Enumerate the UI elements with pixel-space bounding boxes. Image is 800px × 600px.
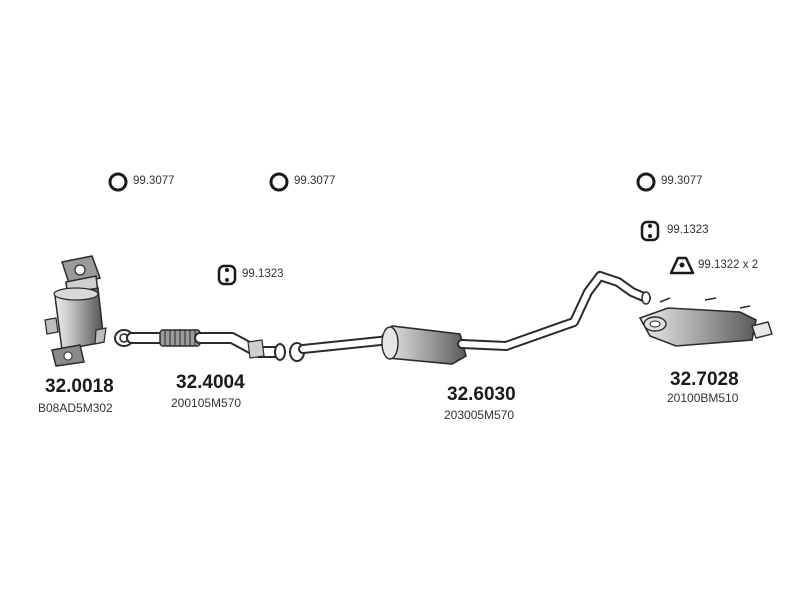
part-number-catalytic-converter: 32.0018 (45, 376, 114, 397)
mount-bracket-icon (669, 256, 695, 275)
front-pipe-drawing (114, 329, 286, 361)
oem-number-middle-silencer: 203005M570 (444, 408, 515, 422)
accessory-label-bracket: 99.1322 x 2 (698, 259, 759, 271)
accessory-label-gasket-3: 99.3077 (661, 175, 703, 187)
rubber-hanger-icon (217, 264, 237, 286)
rubber-hanger-icon (640, 220, 660, 242)
accessory-label-gasket-1: 99.3077 (133, 175, 175, 187)
catalytic-converter-drawing (44, 255, 107, 367)
rear-silencer-drawing (638, 297, 773, 347)
ring-gasket-icon (108, 172, 128, 192)
oem-number-front-pipe: 200105M570 (171, 396, 242, 410)
oem-number-rear-silencer: 20100BM510 (667, 391, 739, 405)
accessory-label-hanger-2: 99.1323 (667, 224, 709, 236)
accessory-label-gasket-2: 99.3077 (294, 175, 336, 187)
middle-silencer-drawing (289, 271, 651, 365)
part-number-front-pipe: 32.4004 (176, 372, 245, 393)
part-number-middle-silencer: 32.6030 (447, 384, 516, 405)
ring-gasket-icon (269, 172, 289, 192)
accessory-label-hanger-1: 99.1323 (242, 268, 284, 280)
oem-number-catalytic-converter: B08AD5M302 (38, 401, 113, 415)
part-number-rear-silencer: 32.7028 (670, 369, 739, 390)
ring-gasket-icon (636, 172, 656, 192)
